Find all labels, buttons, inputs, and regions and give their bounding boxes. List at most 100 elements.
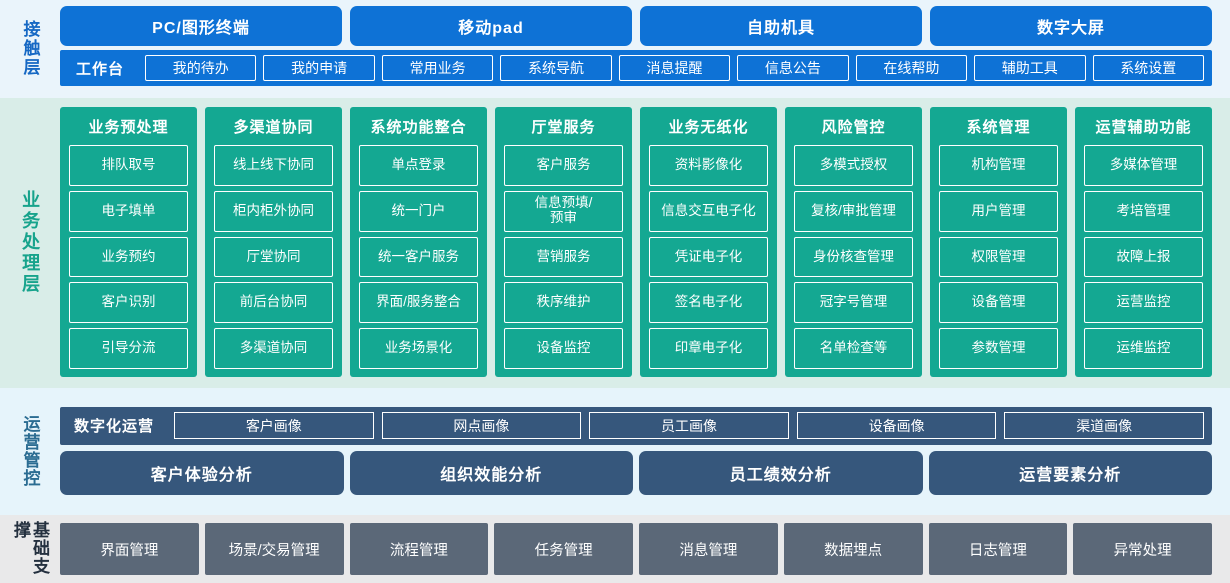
business-item[interactable]: 信息交互电子化 bbox=[649, 190, 768, 232]
business-column-title: 风险管控 bbox=[821, 119, 886, 136]
business-layer-label: 业务处理层 bbox=[20, 189, 41, 295]
business-item[interactable]: 用户管理 bbox=[939, 190, 1058, 232]
business-item[interactable]: 印章电子化 bbox=[649, 328, 768, 369]
analysis-item-employee-performance[interactable]: 员工绩效分析 bbox=[639, 450, 923, 495]
business-column-title: 系统管理 bbox=[966, 119, 1031, 136]
business-item[interactable]: 冠字号管理 bbox=[794, 282, 913, 324]
business-item[interactable]: 引导分流 bbox=[69, 328, 188, 369]
business-item[interactable]: 排队取号 bbox=[69, 145, 188, 186]
business-item[interactable]: 多渠道协同 bbox=[214, 328, 333, 369]
foundation-item-log-management[interactable]: 日志管理 bbox=[928, 523, 1068, 575]
business-item[interactable]: 凭证电子化 bbox=[649, 236, 768, 278]
business-column-preprocessing: 业务预处理 排队取号 电子填单 业务预约 客户识别 引导分流 bbox=[60, 107, 197, 377]
business-column-title: 业务预处理 bbox=[88, 119, 169, 136]
business-item[interactable]: 客户识别 bbox=[69, 282, 188, 324]
analysis-item-customer-experience[interactable]: 客户体验分析 bbox=[60, 450, 344, 495]
foundation-item-scene-transaction-management[interactable]: 场景/交易管理 bbox=[204, 523, 344, 575]
foundation-item-message-management[interactable]: 消息管理 bbox=[639, 523, 778, 575]
analysis-item-org-efficiency[interactable]: 组织效能分析 bbox=[349, 450, 633, 495]
business-item[interactable]: 营销服务 bbox=[504, 236, 623, 278]
nav-item-info-announcement[interactable]: 信息公告 bbox=[737, 55, 849, 81]
portrait-item-device[interactable]: 设备画像 bbox=[796, 412, 997, 439]
foundation-item-task-management[interactable]: 任务管理 bbox=[494, 523, 633, 575]
contact-layer-label: 接触层 bbox=[20, 19, 40, 77]
business-item[interactable]: 线上线下协同 bbox=[214, 145, 333, 186]
business-item[interactable]: 运营监控 bbox=[1084, 282, 1203, 324]
business-column-system-integration: 系统功能整合 单点登录 统一门户 统一客户服务 界面/服务整合 业务场景化 bbox=[350, 107, 487, 377]
nav-item-common-business[interactable]: 常用业务 bbox=[381, 55, 494, 81]
business-item[interactable]: 信息预填/ 预审 bbox=[504, 190, 623, 232]
foundation-layer: 基础支撑 界面管理 场景/交易管理 流程管理 任务管理 消息管理 数据埋点 日志… bbox=[0, 515, 1230, 583]
business-column-title: 业务无纸化 bbox=[668, 119, 749, 136]
business-layer: 业务处理层 业务预处理 排队取号 电子填单 业务预约 客户识别 引导分流 多渠道… bbox=[0, 98, 1230, 388]
business-item[interactable]: 设备监控 bbox=[504, 328, 623, 369]
operation-layer-label: 运营管控 bbox=[20, 414, 40, 487]
portrait-item-channel[interactable]: 渠道画像 bbox=[1004, 412, 1204, 439]
nav-item-my-todo[interactable]: 我的待办 bbox=[145, 55, 257, 81]
business-item[interactable]: 名单检查等 bbox=[794, 328, 913, 369]
foundation-item-ui-management[interactable]: 界面管理 bbox=[60, 523, 199, 575]
business-item[interactable]: 界面/服务整合 bbox=[359, 282, 478, 324]
business-item[interactable]: 多媒体管理 bbox=[1084, 145, 1203, 186]
business-column-multichannel: 多渠道协同 线上线下协同 柜内柜外协同 厅堂协同 前后台协同 多渠道协同 bbox=[205, 107, 342, 377]
business-item[interactable]: 秩序维护 bbox=[504, 282, 623, 324]
nav-item-auxiliary-tools[interactable]: 辅助工具 bbox=[974, 55, 1086, 81]
business-item[interactable]: 柜内柜外协同 bbox=[214, 190, 333, 232]
business-column-paperless: 业务无纸化 资料影像化 信息交互电子化 凭证电子化 签名电子化 印章电子化 bbox=[640, 107, 777, 377]
contact-layer-body: PC/图形终端 移动pad 自助机具 数字大屏 工作台 我的待办 我的申请 常用… bbox=[60, 6, 1230, 90]
business-item[interactable]: 单点登录 bbox=[359, 145, 478, 186]
business-column-lobby-service: 厅堂服务 客户服务 信息预填/ 预审 营销服务 秩序维护 设备监控 bbox=[495, 107, 632, 377]
nav-item-system-settings[interactable]: 系统设置 bbox=[1092, 55, 1204, 81]
digital-operation-title: 数字化运营 bbox=[74, 418, 155, 435]
contact-layer: 接触层 PC/图形终端 移动pad 自助机具 数字大屏 工作台 我的待办 我的申… bbox=[0, 0, 1230, 98]
foundation-layer-label: 基础支撑 bbox=[11, 521, 50, 575]
channel-button-self-service[interactable]: 自助机具 bbox=[640, 6, 922, 46]
digital-operation-bar: 数字化运营 客户画像 网点画像 员工画像 设备画像 渠道画像 bbox=[60, 406, 1212, 445]
business-layer-body: 业务预处理 排队取号 电子填单 业务预约 客户识别 引导分流 多渠道协同 线上线… bbox=[60, 104, 1230, 380]
business-item[interactable]: 统一客户服务 bbox=[359, 236, 478, 278]
business-item[interactable]: 客户服务 bbox=[504, 145, 623, 186]
business-item[interactable]: 身份核查管理 bbox=[794, 236, 913, 278]
portrait-item-employee[interactable]: 员工画像 bbox=[589, 412, 789, 439]
business-item[interactable]: 前后台协同 bbox=[214, 282, 333, 324]
foundation-item-exception-handling[interactable]: 异常处理 bbox=[1073, 523, 1212, 575]
business-item[interactable]: 考培管理 bbox=[1084, 190, 1203, 232]
business-item[interactable]: 业务场景化 bbox=[359, 328, 478, 369]
business-item[interactable]: 设备管理 bbox=[939, 282, 1058, 324]
business-item[interactable]: 故障上报 bbox=[1084, 236, 1203, 278]
business-item[interactable]: 资料影像化 bbox=[649, 145, 768, 186]
nav-item-my-application[interactable]: 我的申请 bbox=[263, 55, 375, 81]
portrait-item-customer[interactable]: 客户画像 bbox=[174, 412, 374, 439]
nav-item-message-alert[interactable]: 消息提醒 bbox=[618, 55, 731, 81]
channel-button-mobile-pad[interactable]: 移动pad bbox=[350, 6, 632, 46]
business-item[interactable]: 统一门户 bbox=[359, 190, 478, 232]
portrait-item-branch[interactable]: 网点画像 bbox=[381, 412, 582, 439]
nav-item-system-navigation[interactable]: 系统导航 bbox=[500, 55, 612, 81]
channel-row: PC/图形终端 移动pad 自助机具 数字大屏 bbox=[60, 6, 1212, 46]
business-item[interactable]: 业务预约 bbox=[69, 236, 188, 278]
channel-button-pc[interactable]: PC/图形终端 bbox=[60, 6, 342, 46]
nav-item-online-help[interactable]: 在线帮助 bbox=[855, 55, 968, 81]
operation-layer-body: 数字化运营 客户画像 网点画像 员工画像 设备画像 渠道画像 客户体验分析 组织… bbox=[60, 394, 1230, 507]
analysis-row: 客户体验分析 组织效能分析 员工绩效分析 运营要素分析 bbox=[60, 450, 1212, 495]
analysis-item-operation-factor[interactable]: 运营要素分析 bbox=[928, 450, 1212, 495]
business-item[interactable]: 运维监控 bbox=[1084, 328, 1203, 369]
business-item[interactable]: 签名电子化 bbox=[649, 282, 768, 324]
business-item[interactable]: 机构管理 bbox=[939, 145, 1058, 186]
business-item[interactable]: 参数管理 bbox=[939, 328, 1058, 369]
business-column-risk-control: 风险管控 多模式授权 复核/审批管理 身份核查管理 冠字号管理 名单检查等 bbox=[785, 107, 922, 377]
business-item[interactable]: 电子填单 bbox=[69, 190, 188, 232]
business-column-title: 系统功能整合 bbox=[370, 119, 467, 136]
workbench-title: 工作台 bbox=[76, 60, 125, 78]
business-item[interactable]: 多模式授权 bbox=[794, 145, 913, 186]
business-column-title: 厅堂服务 bbox=[531, 119, 596, 136]
business-item[interactable]: 权限管理 bbox=[939, 236, 1058, 278]
business-column-operation-support: 运营辅助功能 多媒体管理 考培管理 故障上报 运营监控 运维监控 bbox=[1075, 107, 1212, 377]
foundation-item-process-management[interactable]: 流程管理 bbox=[349, 523, 489, 575]
channel-button-digital-screen[interactable]: 数字大屏 bbox=[930, 6, 1212, 46]
workbench-nav-bar: 工作台 我的待办 我的申请 常用业务 系统导航 消息提醒 信息公告 在线帮助 辅… bbox=[60, 50, 1212, 86]
foundation-layer-body: 界面管理 场景/交易管理 流程管理 任务管理 消息管理 数据埋点 日志管理 异常… bbox=[60, 521, 1230, 577]
foundation-item-data-tracking[interactable]: 数据埋点 bbox=[783, 523, 923, 575]
business-item[interactable]: 复核/审批管理 bbox=[794, 190, 913, 232]
business-item[interactable]: 厅堂协同 bbox=[214, 236, 333, 278]
